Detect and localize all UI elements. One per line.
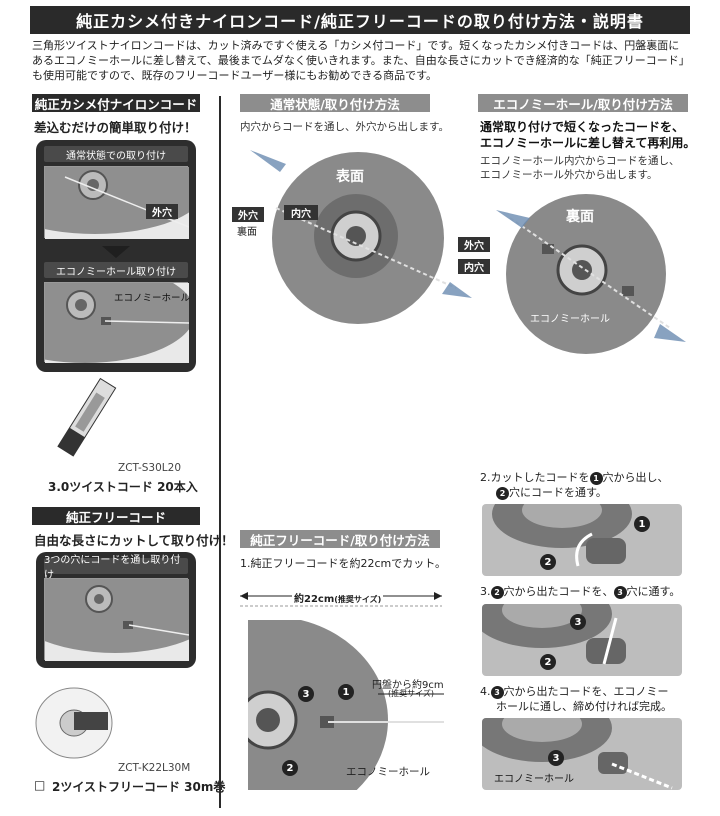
step4-part-a: 4. bbox=[480, 685, 491, 698]
product-code-kashime: ZCT-S30L20 bbox=[118, 462, 181, 474]
step3-part-a: 3. bbox=[480, 585, 491, 598]
free-cord-photo-panel: 3つの穴にコードを通し取り付け bbox=[5, 549, 225, 668]
free-badge-2: 2 bbox=[282, 760, 298, 776]
photo1-tag-outer: 外穴 bbox=[146, 204, 178, 219]
normal-tag-back: 裏面 bbox=[237, 227, 257, 238]
kashime-label: 純正カシメ付ナイロンコード bbox=[32, 94, 200, 112]
free-badge-1: 1 bbox=[338, 684, 354, 700]
step3-part-b: 穴から出たコードを、 bbox=[503, 585, 614, 598]
free-install-step1: 1.純正フリーコードを約22cmでカット。 bbox=[240, 557, 447, 570]
economy-desc-1: エコノミーホール内穴からコードを通し、 bbox=[480, 155, 680, 167]
step4-illustration bbox=[482, 718, 673, 790]
free-cord-subtitle: 自由な長さにカットして取り付け！ bbox=[34, 533, 234, 548]
step4-photo-badge-3: 3 bbox=[548, 750, 564, 766]
dist-label: 円盤から約9cm bbox=[372, 680, 444, 691]
free-badge-3: 3 bbox=[298, 686, 314, 702]
intro-text: 三角形ツイストナイロンコードは、カット済みですぐ使える「カシメ付コード」です。短… bbox=[32, 38, 692, 83]
economy-tag-inner: 内穴 bbox=[458, 259, 490, 274]
disc-photo-normal bbox=[0, 144, 205, 239]
product-checkbox-free: □ bbox=[34, 778, 46, 792]
normal-tag-outer: 外穴 bbox=[232, 207, 264, 222]
step2-photo-badge-2: 2 bbox=[540, 554, 556, 570]
dist-note: (推奨サイズ) bbox=[388, 689, 435, 698]
economy-desc-2: エコノミーホール外穴から出します。 bbox=[480, 169, 658, 181]
free-disc-diagram bbox=[248, 620, 444, 790]
economy-tag-outer: 外穴 bbox=[458, 237, 490, 252]
normal-label: 通常状態/取り付け方法 bbox=[240, 94, 430, 112]
free-hole-label: エコノミーホール bbox=[346, 766, 430, 778]
step3-photo-badge-3: 3 bbox=[570, 614, 586, 630]
intro-line-1: 三角形ツイストナイロンコードは、カット済みですぐ使える「カシメ付コード」です。短… bbox=[32, 39, 680, 52]
step3-photo-badge-2: 2 bbox=[540, 654, 556, 670]
column-divider bbox=[219, 96, 221, 808]
step2-photo-badge-1: 1 bbox=[634, 516, 650, 532]
product-code-free: ZCT-K22L30M bbox=[118, 762, 191, 774]
photo1-image bbox=[0, 144, 205, 239]
normal-desc: 内穴からコードを通し、外穴から出します。 bbox=[240, 121, 449, 133]
step2-part-a: 2.カットしたコードを bbox=[480, 471, 590, 484]
normal-disc-diagram bbox=[250, 150, 472, 324]
product-name-free: 2ツイストフリーコード 30m巻 bbox=[52, 780, 226, 794]
photo2-image bbox=[0, 263, 195, 363]
step3-badge-2: 2 bbox=[490, 585, 504, 599]
product-spool-free bbox=[35, 687, 113, 759]
measure-note: (推奨サイズ) bbox=[334, 595, 382, 604]
photo2-caption: エコノミーホール取り付け bbox=[44, 262, 188, 278]
step4-photo bbox=[482, 718, 682, 790]
kashime-subtitle: 差込むだけの簡単取り付け！ bbox=[34, 120, 197, 135]
economy-bold-2: エコノミーホールに差し替えて再利用。 bbox=[480, 136, 696, 150]
free-photo-image bbox=[5, 549, 225, 661]
down-arrow-icon bbox=[102, 246, 130, 258]
free-photo-caption: 3つの穴にコードを通し取り付け bbox=[44, 555, 188, 581]
product-package-kashime bbox=[57, 377, 117, 457]
step2-part-b: 穴から出し、 bbox=[602, 471, 669, 484]
step4-part-b: 穴から出たコードを、エコノミー bbox=[503, 685, 669, 698]
measure-length: 約22cm bbox=[294, 594, 335, 605]
measure-value: 約22cm(推奨サイズ) bbox=[292, 590, 384, 605]
step2-badge-2: 2 bbox=[496, 486, 509, 500]
step4-hole-label: エコノミーホール bbox=[494, 774, 574, 785]
product-name-kashime: 3.0ツイストコード 20本入 bbox=[48, 480, 198, 494]
step2-part-c: 穴にコードを通す。 bbox=[509, 486, 607, 499]
photo2-tag-hole: エコノミーホール bbox=[114, 293, 191, 304]
step4-line2: ホールに通し、締め付ければ完成。 bbox=[496, 700, 672, 713]
normal-tag-inner: 内穴 bbox=[284, 205, 318, 220]
free-install-label: 純正フリーコード/取り付け方法 bbox=[240, 530, 440, 548]
economy-disc-face: 裏面 bbox=[566, 209, 594, 225]
step4-badge-3: 3 bbox=[490, 685, 504, 699]
step3-badge-3: 3 bbox=[613, 585, 627, 599]
disc-photo-economy bbox=[0, 263, 195, 363]
economy-label: エコノミーホール/取り付け方法 bbox=[478, 94, 688, 112]
free-cord-label: 純正フリーコード bbox=[32, 507, 200, 525]
normal-disc-face: 表面 bbox=[336, 169, 364, 185]
page-title: 純正カシメ付きナイロンコード/純正フリーコードの取り付け方法・説明書 bbox=[30, 6, 690, 34]
economy-disc-diagram bbox=[496, 194, 686, 354]
disc-photo-free bbox=[5, 549, 225, 661]
intro-line-3: も使用可能ですので、既存のフリーコードユーザー様にもお勧めできる商品です。 bbox=[32, 69, 438, 82]
step2-badge-1: 1 bbox=[589, 471, 603, 485]
kashime-photo-panel: 通常状態での取り付け 外穴 エコノミーホール取り付け エコノミーホール bbox=[0, 140, 205, 372]
intro-line-2: あるエコノミーホールに差し替えて、最後までムダなく使いきれます。また、自由な長さ… bbox=[32, 54, 690, 67]
step2-illustration bbox=[492, 504, 632, 567]
economy-tag-hole: エコノミーホール bbox=[530, 314, 610, 325]
step2-photo bbox=[482, 504, 682, 576]
step3-part-c: 穴に通す。 bbox=[626, 585, 681, 598]
photo1-caption: 通常状態での取り付け bbox=[44, 146, 188, 162]
economy-bold-1: 通常取り付けで短くなったコードを、 bbox=[480, 120, 685, 134]
